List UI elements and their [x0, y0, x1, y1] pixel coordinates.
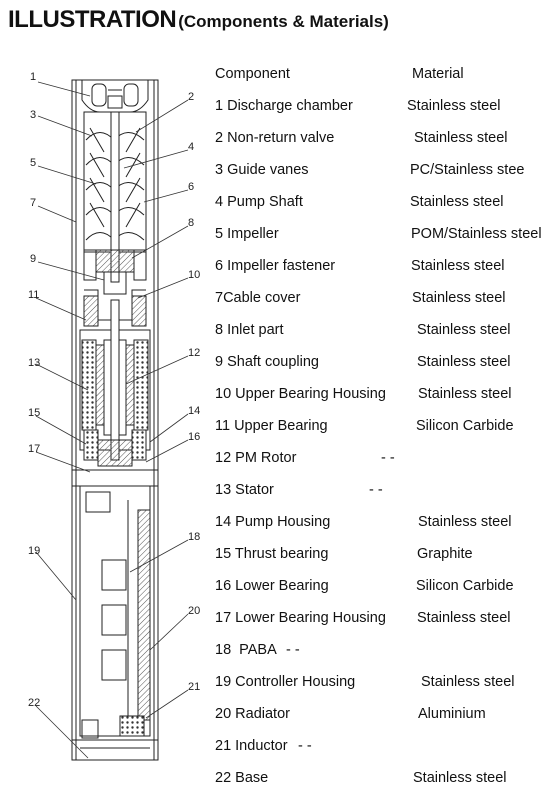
shaft-coupling: [103, 271, 127, 295]
callout-8: 8: [188, 217, 194, 229]
callout-20: 20: [188, 605, 200, 617]
row-material: Silicon Carbide: [416, 418, 514, 434]
callout-9: 9: [30, 253, 36, 265]
row-material: Graphite: [417, 546, 473, 562]
row-material: Stainless steel: [407, 98, 501, 114]
row-component: 20 Radiator: [215, 706, 290, 722]
row-component: 22 Base: [215, 770, 269, 786]
row-component: 17 Lower Bearing Housing: [215, 610, 386, 626]
row-material: Stainless steel: [411, 258, 505, 274]
callout-3: 3: [30, 109, 36, 121]
row-component: 21 Inductor: [215, 738, 288, 754]
callout-15: 15: [28, 407, 40, 419]
callout-19: 19: [28, 545, 40, 557]
callout-18: 18: [188, 531, 200, 543]
row-component: 12 PM Rotor: [215, 450, 297, 466]
pump-shaft: [110, 111, 120, 283]
row-component: 18 PABA: [215, 642, 277, 658]
row-material: - -: [369, 482, 383, 498]
row-component: 15 Thrust bearing: [215, 546, 329, 562]
row-material: Silicon Carbide: [416, 578, 514, 594]
row-material: Stainless steel: [412, 290, 506, 306]
row-material: - -: [381, 450, 395, 466]
callout-7: 7: [30, 197, 36, 209]
row-material: Stainless steel: [414, 130, 508, 146]
row-material: - -: [286, 642, 300, 658]
row-component: 10 Upper Bearing Housing: [215, 386, 386, 402]
row-component: 11 Upper Bearing: [215, 418, 328, 434]
title-main: ILLUSTRATION: [8, 6, 177, 33]
row-component: 7Cable cover: [215, 290, 301, 306]
callout-6: 6: [188, 181, 194, 193]
row-component: 9 Shaft coupling: [215, 354, 319, 370]
row-material: Stainless steel: [417, 610, 511, 626]
row-material: Stainless steel: [410, 194, 504, 210]
row-component: 14 Pump Housing: [215, 514, 331, 530]
row-material: Stainless steel: [417, 322, 511, 338]
callout-1: 1: [30, 71, 36, 83]
callout-16: 16: [188, 431, 200, 443]
callout-2: 2: [188, 91, 194, 103]
row-material: Stainless steel: [418, 514, 512, 530]
callout-12: 12: [188, 347, 200, 359]
row-material: Stainless steel: [417, 354, 511, 370]
base: [71, 739, 159, 761]
callout-14: 14: [188, 405, 200, 417]
callout-4: 4: [188, 141, 194, 153]
row-material: Stainless steel: [421, 674, 515, 690]
callout-17: 17: [28, 443, 40, 455]
callout-13: 13: [28, 357, 40, 369]
row-material: Stainless steel: [418, 386, 512, 402]
row-component: 13 Stator: [215, 482, 274, 498]
row-material: Stainless steel: [413, 770, 507, 786]
callout-22: 22: [28, 697, 40, 709]
header-material: Material: [412, 66, 464, 82]
row-component: 19 Controller Housing: [215, 674, 356, 690]
row-material: POM/Stainless steel: [411, 226, 542, 242]
inductor: [119, 715, 145, 737]
row-material: PC/Stainless stee: [410, 162, 525, 178]
header-component: Component: [215, 66, 290, 82]
callout-21: 21: [188, 681, 200, 693]
row-material: Aluminium: [418, 706, 486, 722]
callout-10: 10: [188, 269, 200, 281]
row-component: 1 Discharge chamber: [215, 98, 353, 114]
callout-11: 11: [28, 289, 39, 301]
row-component: 6 Impeller fastener: [215, 258, 336, 274]
row-component: 8 Inlet part: [215, 322, 284, 338]
row-component: 4 Pump Shaft: [215, 194, 303, 210]
row-component: 16 Lower Bearing: [215, 578, 329, 594]
row-component: 5 Impeller: [215, 226, 279, 242]
row-material: - -: [298, 738, 312, 754]
callout-5: 5: [30, 157, 36, 169]
row-component: 3 Guide vanes: [215, 162, 309, 178]
row-component: 2 Non-return valve: [215, 130, 335, 146]
title-sub: (Components & Materials): [178, 12, 389, 31]
page-title: ILLUSTRATION(Components & Materials): [8, 6, 389, 34]
